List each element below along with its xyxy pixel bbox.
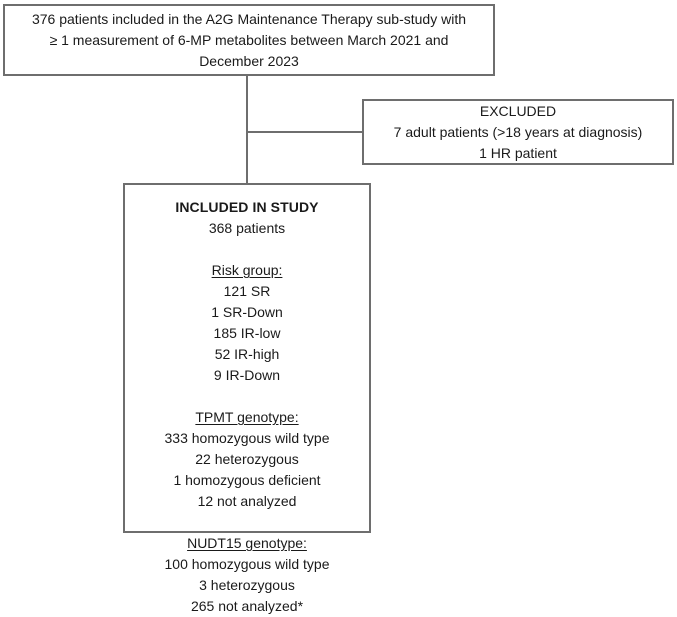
- enrolled-line-1: 376 patients included in the A2G Mainten…: [31, 10, 466, 27]
- enrolled-text: 376 patients included in the A2G Mainten…: [14, 9, 484, 72]
- list-item: 52 IR-high: [214, 346, 280, 362]
- section-tpmt-genotype: TPMT genotype: 333 homozygous wild type …: [165, 407, 330, 512]
- list-item: 9 IR-Down: [213, 367, 281, 383]
- list-item: 22 heterozygous: [195, 451, 299, 467]
- list-item: 3 heterozygous: [199, 577, 295, 593]
- list-item: 121 SR: [223, 283, 271, 299]
- section-title-nudt15-genotype: NUDT15 genotype:: [187, 535, 307, 551]
- list-item: 1 SR-Down: [211, 304, 283, 320]
- excluded-box: EXCLUDED 7 adult patients (>18 years at …: [362, 99, 674, 165]
- connector-vertical-enrolled-to-included: [246, 76, 248, 183]
- included-heading: INCLUDED IN STUDY: [175, 199, 319, 215]
- enrolled-line-3: December 2023: [199, 52, 299, 69]
- enrolled-box: 376 patients included in the A2G Mainten…: [3, 4, 495, 76]
- list-item: 333 homozygous wild type: [164, 430, 330, 446]
- list-item: 265 not analyzed*: [190, 598, 304, 614]
- section-risk-group: Risk group: 121 SR 1 SR-Down 185 IR-low …: [211, 260, 283, 386]
- included-box: INCLUDED IN STUDY 368 patients Risk grou…: [123, 183, 371, 614]
- list-item: 1 homozygous deficient: [173, 472, 321, 488]
- list-item: 185 IR-low: [213, 325, 281, 341]
- excluded-line-1: 7 adult patients (>18 years at diagnosis…: [393, 123, 643, 140]
- included-subheading: 368 patients: [208, 220, 286, 236]
- section-title-risk-group: Risk group:: [211, 262, 283, 278]
- connector-horizontal-to-excluded: [248, 131, 362, 133]
- excluded-line-2: 1 HR patient: [479, 144, 557, 161]
- section-nudt15-genotype: NUDT15 genotype: 100 homozygous wild typ…: [165, 533, 330, 617]
- list-item: 12 not analyzed: [197, 493, 297, 509]
- section-title-tpmt-genotype: TPMT genotype:: [195, 409, 299, 425]
- enrolled-line-2: ≥ 1 measurement of 6-MP metabolites betw…: [49, 31, 449, 48]
- list-item: 100 homozygous wild type: [164, 556, 330, 572]
- flowchart-canvas: 376 patients included in the A2G Mainten…: [3, 4, 674, 614]
- excluded-heading: EXCLUDED: [479, 102, 557, 119]
